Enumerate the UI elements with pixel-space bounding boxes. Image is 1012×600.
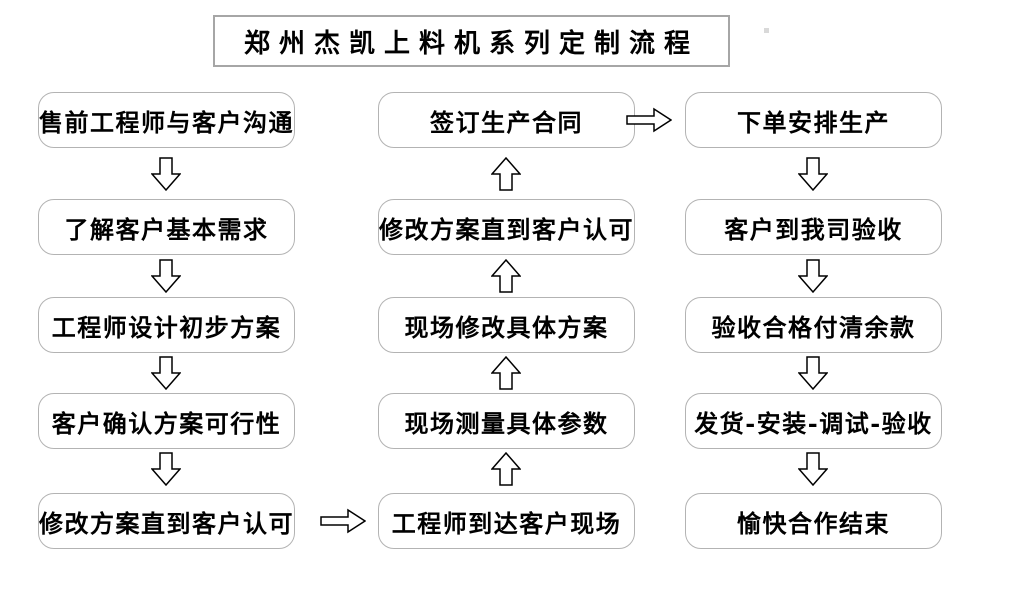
arrow-down-icon: [151, 259, 181, 293]
arrow-up-icon: [491, 452, 521, 486]
flowchart-title: 郑州杰凯上料机系列定制流程: [243, 28, 699, 59]
arrow-down-icon: [798, 356, 828, 390]
flow-node-presales-communication: 售前工程师与客户沟通: [38, 92, 295, 148]
arrow-right-icon: [320, 508, 366, 534]
flow-node-onsite-modify-plan: 现场修改具体方案: [378, 297, 635, 353]
flow-node-ship-install-debug: 发货-安装-调试-验收: [685, 393, 942, 449]
flow-node-initial-design: 工程师设计初步方案: [38, 297, 295, 353]
arrow-right-icon: [626, 107, 672, 133]
flow-node-place-order: 下单安排生产: [685, 92, 942, 148]
flow-node-revise-until-approved-2: 修改方案直到客户认可: [378, 199, 635, 255]
arrow-down-icon: [798, 157, 828, 191]
flow-node-pay-balance: 验收合格付清余款: [685, 297, 942, 353]
flow-node-understand-needs: 了解客户基本需求: [38, 199, 295, 255]
flow-node-sign-contract: 签订生产合同: [378, 92, 635, 148]
flow-node-customer-acceptance: 客户到我司验收: [685, 199, 942, 255]
arrow-down-icon: [151, 356, 181, 390]
arrow-down-icon: [151, 452, 181, 486]
arrow-down-icon: [798, 452, 828, 486]
arrow-up-icon: [491, 356, 521, 390]
flow-node-confirm-feasibility: 客户确认方案可行性: [38, 393, 295, 449]
arrow-up-icon: [491, 259, 521, 293]
stray-mark: [764, 28, 769, 33]
flow-node-engineer-arrives: 工程师到达客户现场: [378, 493, 635, 549]
arrow-down-icon: [151, 157, 181, 191]
arrow-up-icon: [491, 157, 521, 191]
flow-node-happy-end: 愉快合作结束: [685, 493, 942, 549]
flow-node-revise-until-approved-1: 修改方案直到客户认可: [38, 493, 295, 549]
flowchart-title-box: 郑州杰凯上料机系列定制流程: [213, 15, 730, 67]
arrow-down-icon: [798, 259, 828, 293]
flow-node-onsite-measure: 现场测量具体参数: [378, 393, 635, 449]
